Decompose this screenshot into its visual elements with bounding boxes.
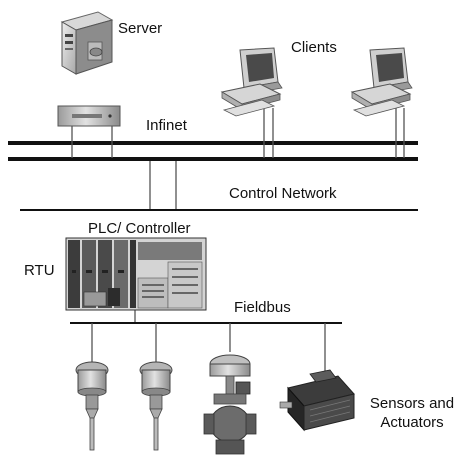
control-network-label: Control Network xyxy=(229,185,337,202)
server-icon xyxy=(60,11,114,75)
control-network-line xyxy=(20,209,418,211)
connector-lines xyxy=(71,108,405,372)
sensors-actuators-label: Sensors and Actuators xyxy=(369,395,455,431)
rtu-label: RTU xyxy=(24,262,55,279)
infinet-bus xyxy=(8,141,418,161)
modem-icon xyxy=(57,105,121,127)
plc-rack-icon xyxy=(65,237,207,311)
control-valve-icon xyxy=(203,354,257,455)
infinet-label: Infinet xyxy=(146,117,187,134)
fieldbus-label: Fieldbus xyxy=(234,299,291,316)
server-label: Server xyxy=(118,20,163,37)
plc-controller-label: PLC/ Controller xyxy=(88,220,191,237)
motor-actuator-icon xyxy=(279,369,355,432)
clients-label: Clients xyxy=(291,39,337,56)
client-computer-icon xyxy=(350,47,413,117)
fieldbus-line xyxy=(70,322,342,324)
temperature-sensor-icon xyxy=(75,361,109,451)
client-computer-icon xyxy=(220,47,283,117)
temperature-sensor-icon xyxy=(139,361,173,451)
